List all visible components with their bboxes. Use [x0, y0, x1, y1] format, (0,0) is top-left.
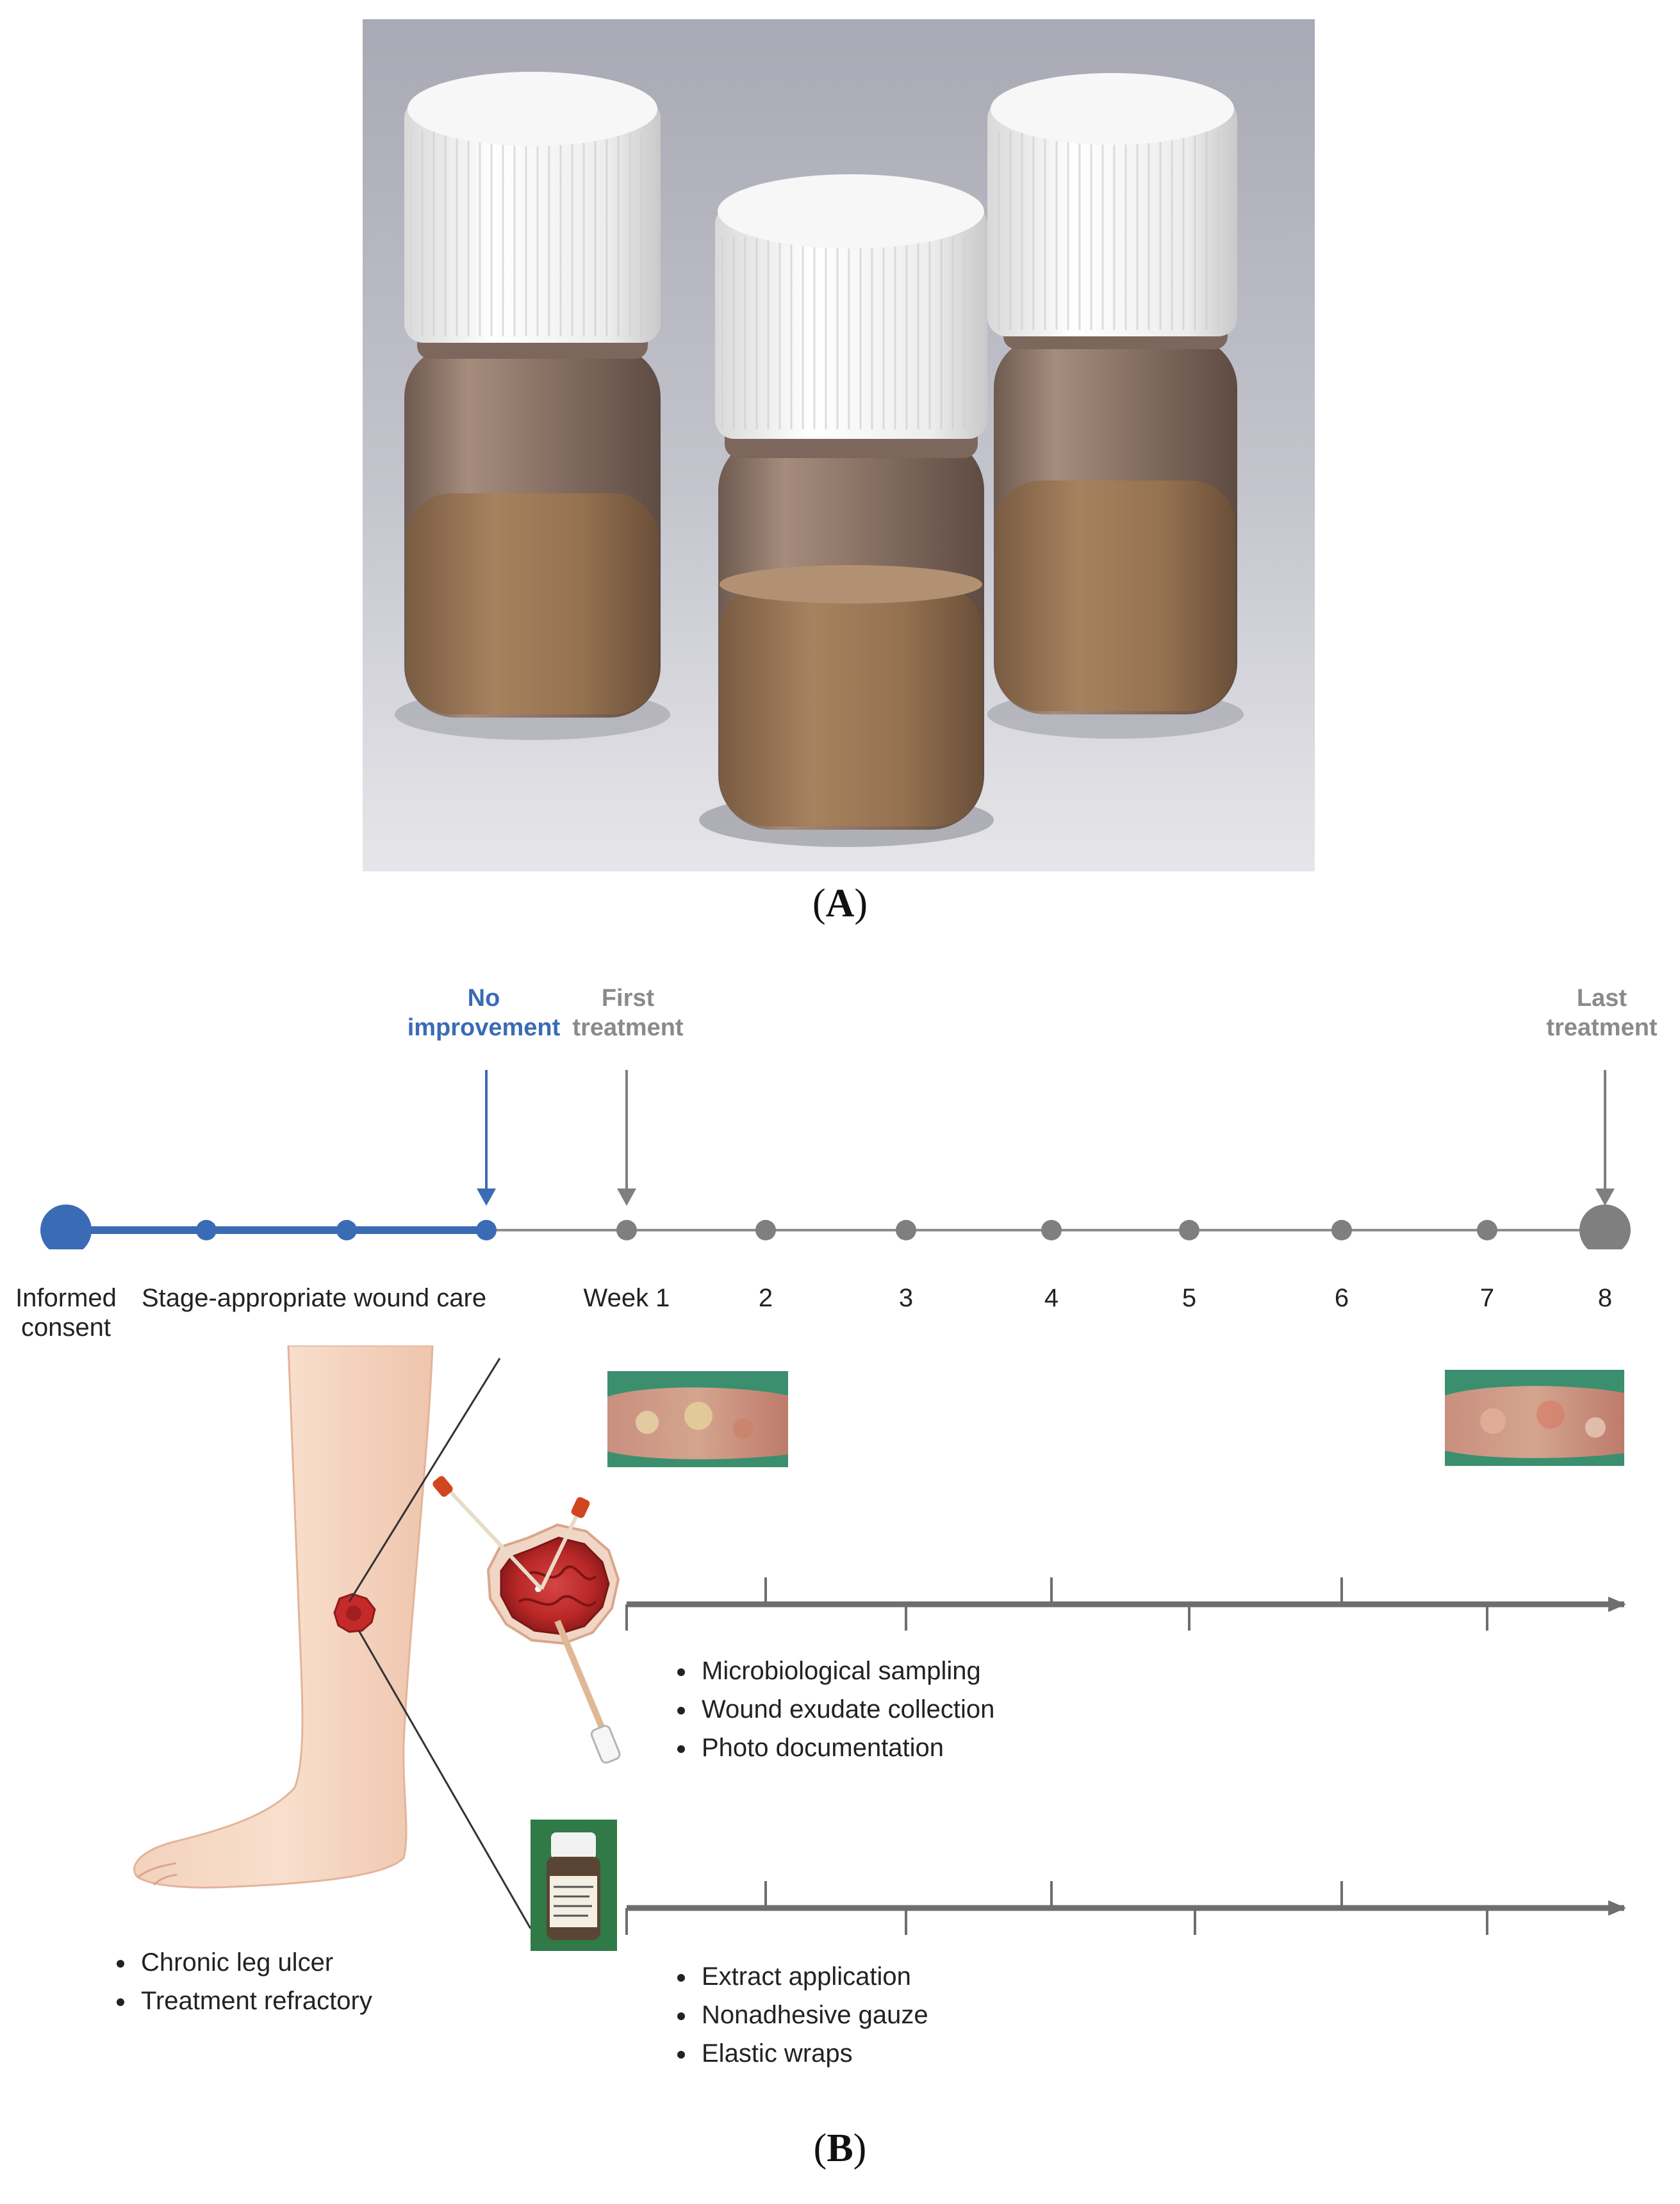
dot-informed-consent	[40, 1205, 92, 1249]
label-week-2: 2	[758, 1284, 773, 1312]
event-first-treatment: First treatment	[572, 985, 684, 1041]
label-week-3: 3	[898, 1284, 914, 1312]
vials-photo	[363, 19, 1315, 871]
list-item: Chronic leg ulcer	[136, 1943, 372, 1982]
extract-bottle-photo	[531, 1820, 617, 1951]
label-week-4: 4	[1044, 1284, 1059, 1312]
list-item: Extract application	[696, 1957, 928, 1996]
wound-photo-week-8	[1445, 1370, 1624, 1466]
label-informed-consent: Informed consent	[15, 1284, 117, 1342]
sampling-timeline	[625, 1577, 1626, 1631]
lower-illustrations	[133, 1345, 1626, 1951]
label-week-8: 8	[1597, 1284, 1613, 1312]
arrow-no-improvement	[477, 1070, 496, 1206]
dot-week-5	[1179, 1220, 1199, 1240]
event-last-treatment: Last treatment	[1546, 985, 1658, 1041]
sampling-bullet-list: Microbiological sampling Wound exudate c…	[663, 1652, 994, 1767]
dot-week-3	[896, 1220, 916, 1240]
list-item: Microbiological sampling	[696, 1652, 994, 1690]
connector-line-upper	[348, 1358, 501, 1602]
leg-illustration	[133, 1345, 434, 1889]
vial-center	[699, 174, 994, 847]
label-week-5: 5	[1182, 1284, 1197, 1312]
dot-care-2	[336, 1220, 357, 1240]
label-week-6: 6	[1334, 1284, 1349, 1312]
dot-week-4	[1041, 1220, 1062, 1240]
list-item: Photo documentation	[696, 1729, 994, 1767]
label-week-1: Week 1	[583, 1284, 670, 1312]
list-item: Elastic wraps	[696, 2034, 928, 2073]
application-timeline	[625, 1881, 1626, 1935]
label-stage-care: Stage-appropriate wound care	[141, 1284, 487, 1312]
arrow-last-treatment	[1595, 1070, 1615, 1206]
panel-label-b: (B)	[813, 2126, 867, 2170]
wound-closeup-icon	[486, 1523, 620, 1645]
vial-left	[395, 72, 670, 740]
list-item: Wound exudate collection	[696, 1690, 994, 1729]
panel-label-a: (A)	[812, 882, 868, 925]
list-item: Treatment refractory	[136, 1982, 372, 2020]
dot-week-8	[1579, 1205, 1631, 1249]
dot-week-7	[1477, 1220, 1497, 1240]
arrow-first-treatment	[617, 1070, 636, 1206]
leg-wound-icon	[333, 1593, 376, 1633]
wound-photo-week-1	[607, 1371, 788, 1467]
patient-bullet-list: Chronic leg ulcer Treatment refractory	[103, 1943, 372, 2020]
event-no-improvement: No improvement	[407, 985, 561, 1041]
dot-care-1	[196, 1220, 217, 1240]
dot-week-2	[755, 1220, 776, 1240]
connector-line-lower	[358, 1630, 532, 1929]
dot-week-6	[1331, 1220, 1352, 1240]
list-item: Nonadhesive gauze	[696, 1996, 928, 2034]
dot-week-1	[616, 1220, 637, 1240]
vial-right	[987, 73, 1244, 739]
main-timeline	[40, 1070, 1631, 1249]
label-week-7: 7	[1479, 1284, 1495, 1312]
dot-care-3	[476, 1220, 497, 1240]
swab-icon	[432, 1476, 621, 1764]
application-bullet-list: Extract application Nonadhesive gauze El…	[663, 1957, 928, 2073]
